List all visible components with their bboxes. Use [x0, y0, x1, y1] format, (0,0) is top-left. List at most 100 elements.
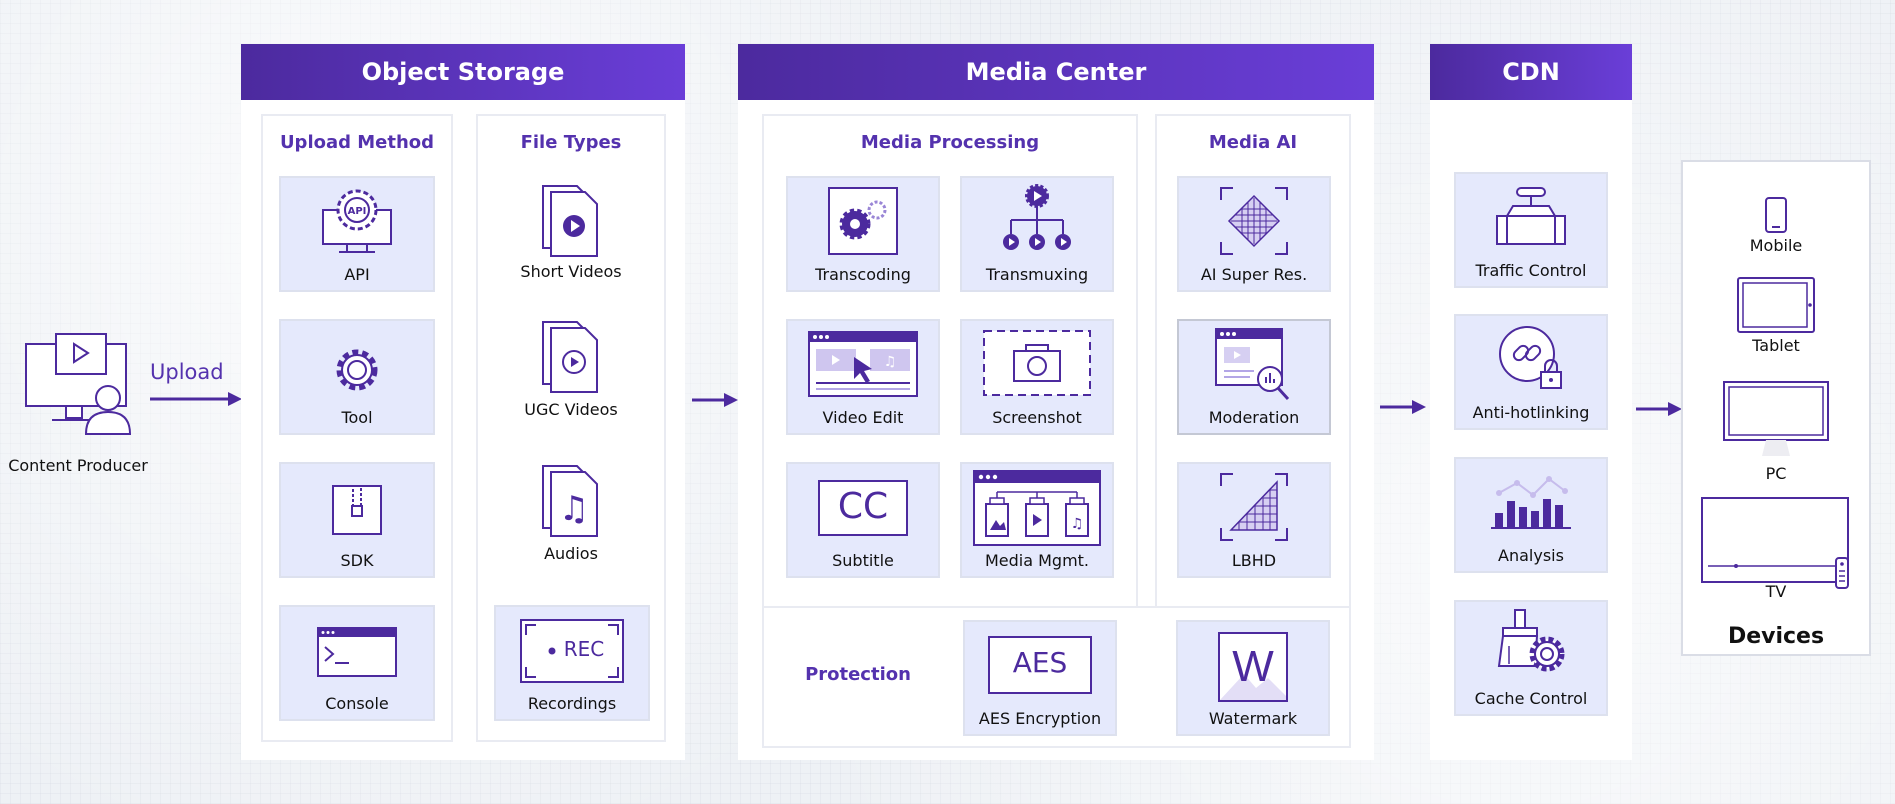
screenshot-card[interactable]: Screenshot	[960, 319, 1114, 435]
video-edit-icon: ♫	[808, 331, 918, 397]
tool-card[interactable]: Tool	[279, 319, 435, 435]
protection-title: Protection	[805, 664, 911, 685]
media-mgmt-card[interactable]: ♫ Media Mgmt.	[960, 462, 1114, 578]
video-file-outline-icon	[542, 321, 598, 393]
upload-method-title: Upload Method	[279, 132, 435, 153]
pc-monitor-icon	[1723, 381, 1829, 456]
cache-control-label: Cache Control	[1474, 689, 1588, 708]
svg-text:♫: ♫	[559, 489, 589, 529]
ugc-videos-item[interactable]: UGC Videos	[478, 320, 664, 430]
watermark-card[interactable]: W Watermark	[1176, 620, 1330, 736]
svg-text:API: API	[348, 206, 367, 217]
media-management-icon: ♫	[973, 470, 1101, 546]
object-storage-title: Object Storage	[241, 44, 685, 100]
media-center-panel: Media Center Media Processing Transcodin…	[738, 44, 1374, 760]
media-ai-title: Media AI	[1208, 132, 1298, 153]
moderation-icon	[1215, 328, 1290, 401]
valve-icon	[1496, 187, 1566, 245]
media-center-title: Media Center	[738, 44, 1374, 100]
anti-hotlinking-card[interactable]: Anti-hotlinking	[1454, 314, 1608, 430]
transmuxing-card[interactable]: Transmuxing	[960, 176, 1114, 292]
tool-label: Tool	[341, 408, 373, 427]
gear-icon	[336, 349, 378, 391]
api-monitor-icon: API	[322, 189, 392, 253]
rec-icon	[520, 619, 624, 683]
svg-text:♫: ♫	[1071, 516, 1084, 532]
lbhd-card[interactable]: LBHD	[1177, 462, 1331, 578]
lbhd-label: LBHD	[1231, 551, 1277, 570]
media-ai-section: Media AI AI Super Res.	[1155, 114, 1351, 634]
sdk-card[interactable]: SDK	[279, 462, 435, 578]
traffic-control-card[interactable]: Traffic Control	[1454, 172, 1608, 288]
anti-hotlinking-label: Anti-hotlinking	[1472, 403, 1590, 422]
console-label: Console	[325, 694, 389, 713]
watermark-label: Watermark	[1208, 709, 1298, 728]
cdn-panel: CDN Traffic Control Anti-hotlinking	[1430, 44, 1632, 760]
recordings-label: Recordings	[527, 694, 617, 713]
svg-text:♫: ♫	[884, 354, 897, 370]
subtitle-label: Subtitle	[832, 551, 894, 570]
video-edit-card[interactable]: ♫ Video Edit	[786, 319, 940, 435]
recordings-card[interactable]: REC Recordings	[494, 605, 650, 721]
ai-super-res-card[interactable]: AI Super Res.	[1177, 176, 1331, 292]
watermark-icon	[1218, 632, 1288, 702]
analysis-label: Analysis	[1498, 546, 1564, 565]
zip-file-icon	[332, 485, 382, 535]
super-resolution-icon	[1220, 187, 1288, 255]
tv-item[interactable]: TV	[1683, 496, 1869, 606]
audios-label: Audios	[544, 544, 598, 563]
upload-label: Upload	[150, 360, 224, 384]
pc-item[interactable]: PC	[1683, 380, 1869, 490]
content-producer: Content Producer	[8, 330, 148, 480]
api-card[interactable]: API API	[279, 176, 435, 292]
cc-icon	[818, 480, 908, 536]
audio-file-icon: ♫	[542, 465, 598, 537]
media-processing-section: Media Processing Transcoding	[762, 114, 1138, 634]
anti-hotlinking-icon	[1499, 326, 1562, 389]
cc-badge-text: CC	[837, 486, 889, 527]
sdk-label: SDK	[340, 551, 374, 570]
transmuxing-label: Transmuxing	[985, 265, 1089, 284]
tv-icon	[1701, 497, 1849, 589]
audios-item[interactable]: ♫ Audios	[478, 464, 664, 574]
media-to-cdn-arrow	[1380, 400, 1426, 414]
aes-badge-text: AES	[1012, 646, 1068, 679]
mobile-item[interactable]: Mobile	[1683, 196, 1869, 256]
storage-to-media-arrow	[692, 393, 738, 407]
pc-label: PC	[1765, 464, 1787, 483]
console-card[interactable]: Console	[279, 605, 435, 721]
cache-control-icon	[1497, 609, 1565, 672]
terminal-icon	[317, 627, 397, 677]
subtitle-card[interactable]: CC Subtitle	[786, 462, 940, 578]
video-file-icon	[542, 185, 598, 257]
upload-arrow	[150, 392, 242, 406]
transcoding-card[interactable]: Transcoding	[786, 176, 940, 292]
cache-control-card[interactable]: Cache Control	[1454, 600, 1608, 716]
moderation-card[interactable]: Moderation	[1177, 319, 1331, 435]
upload-method-section: Upload Method API API Tool	[261, 114, 453, 742]
cdn-title: CDN	[1430, 44, 1632, 100]
media-mgmt-label: Media Mgmt.	[984, 551, 1090, 570]
transcoding-icon	[828, 187, 898, 255]
traffic-control-label: Traffic Control	[1475, 261, 1587, 280]
short-videos-item[interactable]: Short Videos	[478, 184, 664, 284]
transcoding-label: Transcoding	[815, 265, 911, 284]
media-processing-title: Media Processing	[860, 132, 1040, 153]
analysis-card[interactable]: Analysis	[1454, 457, 1608, 573]
tablet-label: Tablet	[1752, 336, 1800, 355]
camera-icon	[983, 330, 1091, 396]
aes-icon	[988, 636, 1092, 694]
cdn-to-devices-arrow	[1636, 402, 1682, 416]
tablet-item[interactable]: Tablet	[1683, 276, 1869, 360]
transmuxing-icon	[1003, 184, 1071, 250]
ai-super-res-label: AI Super Res.	[1200, 265, 1308, 284]
watermark-badge-text: W	[1232, 642, 1274, 691]
object-storage-panel: Object Storage Upload Method API API Too…	[241, 44, 685, 760]
analysis-chart-icon	[1491, 476, 1571, 529]
file-types-title: File Types	[520, 132, 622, 153]
aes-encryption-card[interactable]: AES AES Encryption	[963, 620, 1117, 736]
lbhd-icon	[1220, 473, 1288, 541]
ugc-videos-label: UGC Videos	[524, 400, 618, 419]
video-edit-label: Video Edit	[822, 408, 904, 427]
file-types-section: File Types Short Videos UGC Videos	[476, 114, 666, 742]
